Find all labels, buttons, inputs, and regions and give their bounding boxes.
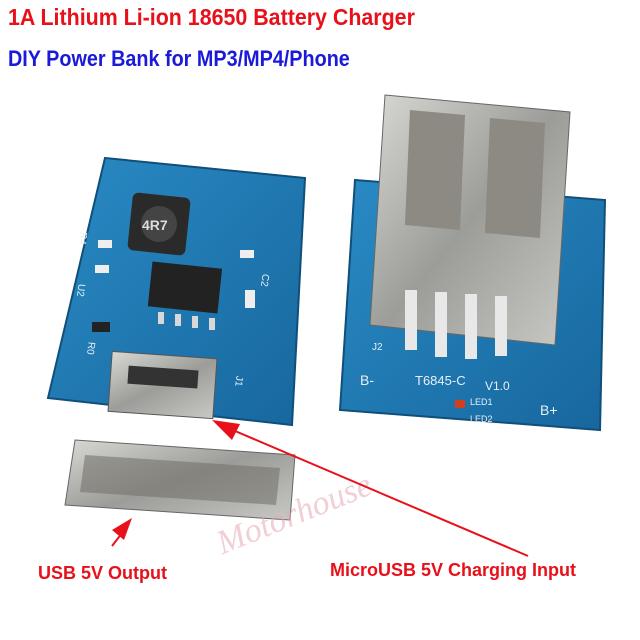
chip-marking: T6845-C <box>415 373 466 388</box>
j2-marking: J2 <box>372 342 383 353</box>
b-plus-marking: B+ <box>540 402 558 418</box>
product-subtitle: DIY Power Bank for MP3/MP4/Phone <box>8 46 350 71</box>
led1-marking: LED1 <box>470 397 493 407</box>
version-marking: V1.0 <box>485 379 510 393</box>
led2-marking: LED2 <box>470 414 493 424</box>
j1-marking: J1 <box>232 375 244 387</box>
microusb-input-label: MicroUSB 5V Charging Input <box>330 560 577 580</box>
c2-marking: C2 <box>258 273 270 287</box>
ic-chip <box>147 261 223 314</box>
inductor-marking: 4R7 <box>142 217 168 233</box>
product-title: 1A Lithium Li-ion 18650 Battery Charger <box>8 4 415 30</box>
led <box>455 400 465 408</box>
u2-marking: U2 <box>74 283 86 297</box>
r0-marking: R0 <box>84 341 96 355</box>
b-minus-marking: B- <box>360 372 374 388</box>
right-board: J2 T6845-C V1.0 B- B+ LED1 LED2 <box>338 94 607 432</box>
usb-output-label: USB 5V Output <box>38 563 167 583</box>
r4-marking: R4 <box>76 231 88 245</box>
arrow-microusb <box>212 420 529 557</box>
left-board: 4R7 R4 U2 C2 R0 J1 <box>46 156 307 521</box>
arrow-usb-output <box>111 518 132 547</box>
